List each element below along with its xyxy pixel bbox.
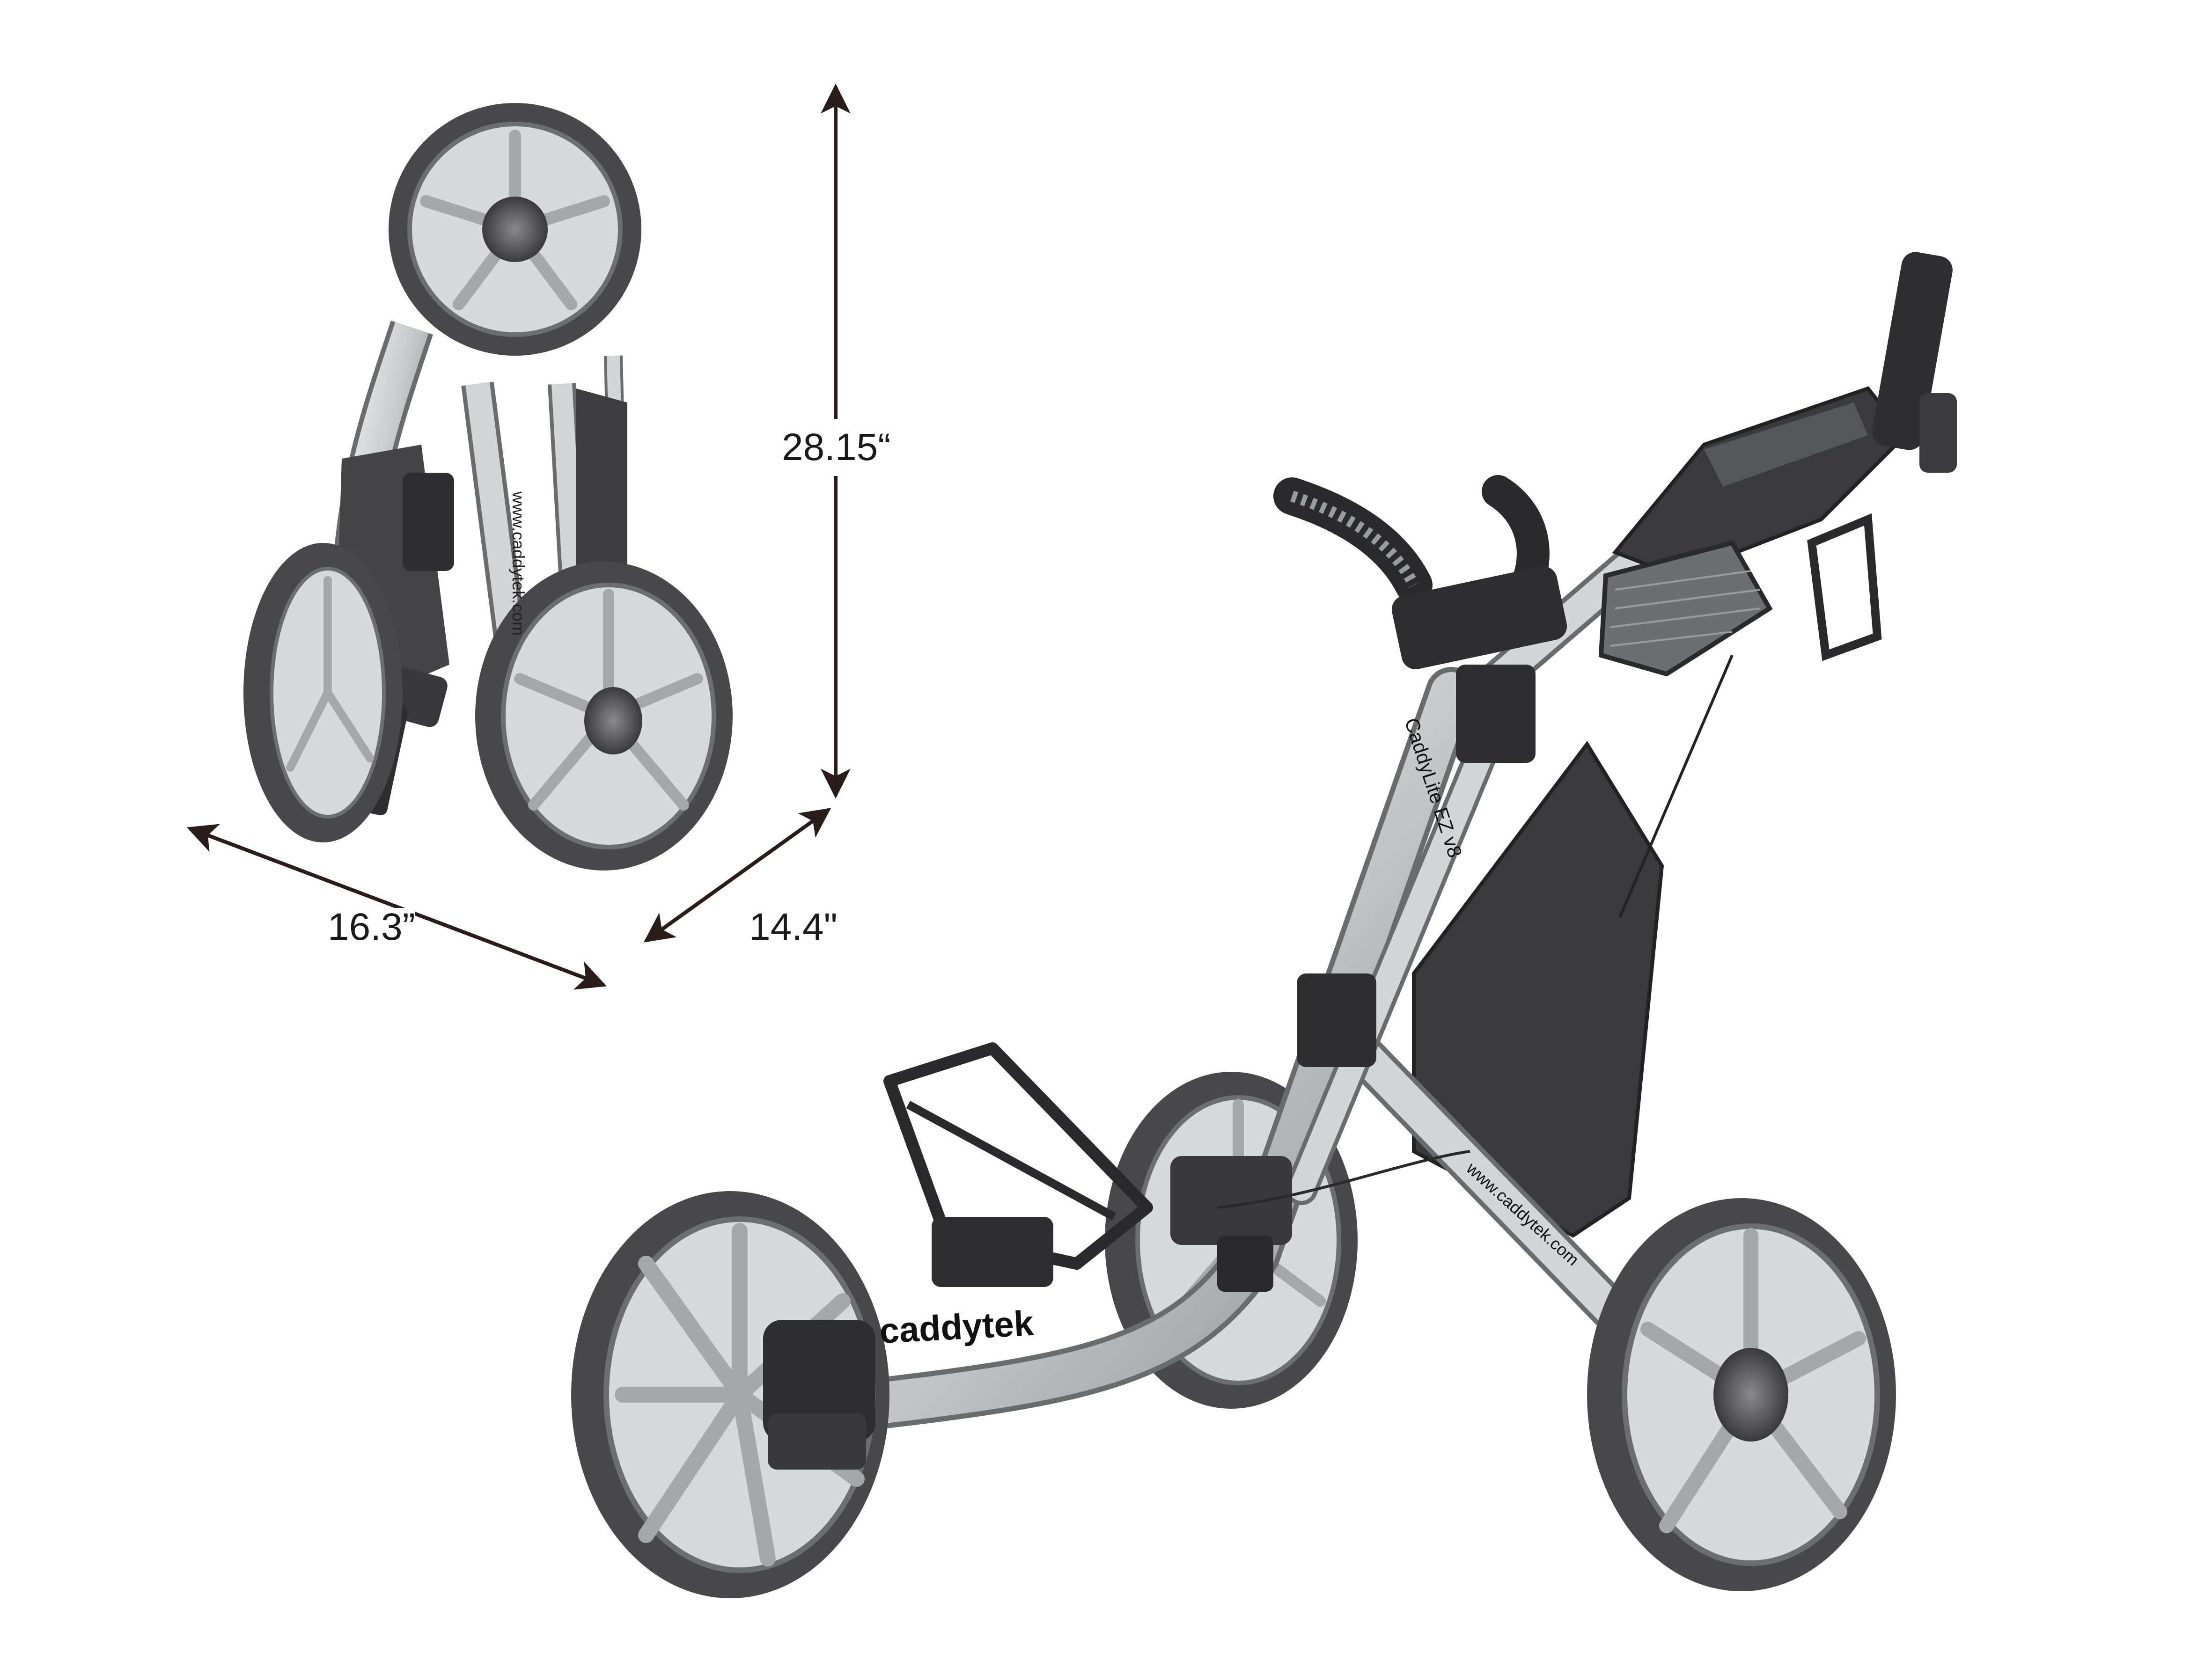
width-dimension-label: 16.3” [328, 906, 415, 948]
open-front-wheel [571, 1191, 889, 1598]
folded-top-wheel [389, 103, 641, 356]
depth-dimension-label: 14.4" [749, 906, 838, 948]
depth-arrow [643, 808, 831, 943]
cup-holder [1807, 513, 1882, 661]
umbrella-holder [1872, 252, 1953, 450]
folded-cart: www.caddytek.com [243, 103, 733, 871]
open-rear-right-wheel [1587, 1198, 1896, 1591]
folded-right-wheel [475, 562, 733, 871]
bag-bracket [883, 1042, 1153, 1287]
height-dimension-label: 28.15“ [782, 419, 891, 476]
folded-left-wheel [243, 543, 403, 842]
push-handle [1273, 477, 1433, 604]
top-console [1612, 386, 1908, 578]
storage-bag [1412, 740, 1664, 1238]
open-cart: caddytek www.caddytek.com CaddyLite EZ v… [571, 252, 1957, 1598]
width-arrow [187, 824, 607, 990]
folded-website-label: www.caddytek.com [509, 491, 528, 636]
cart-logo: caddytek [878, 1303, 1035, 1351]
